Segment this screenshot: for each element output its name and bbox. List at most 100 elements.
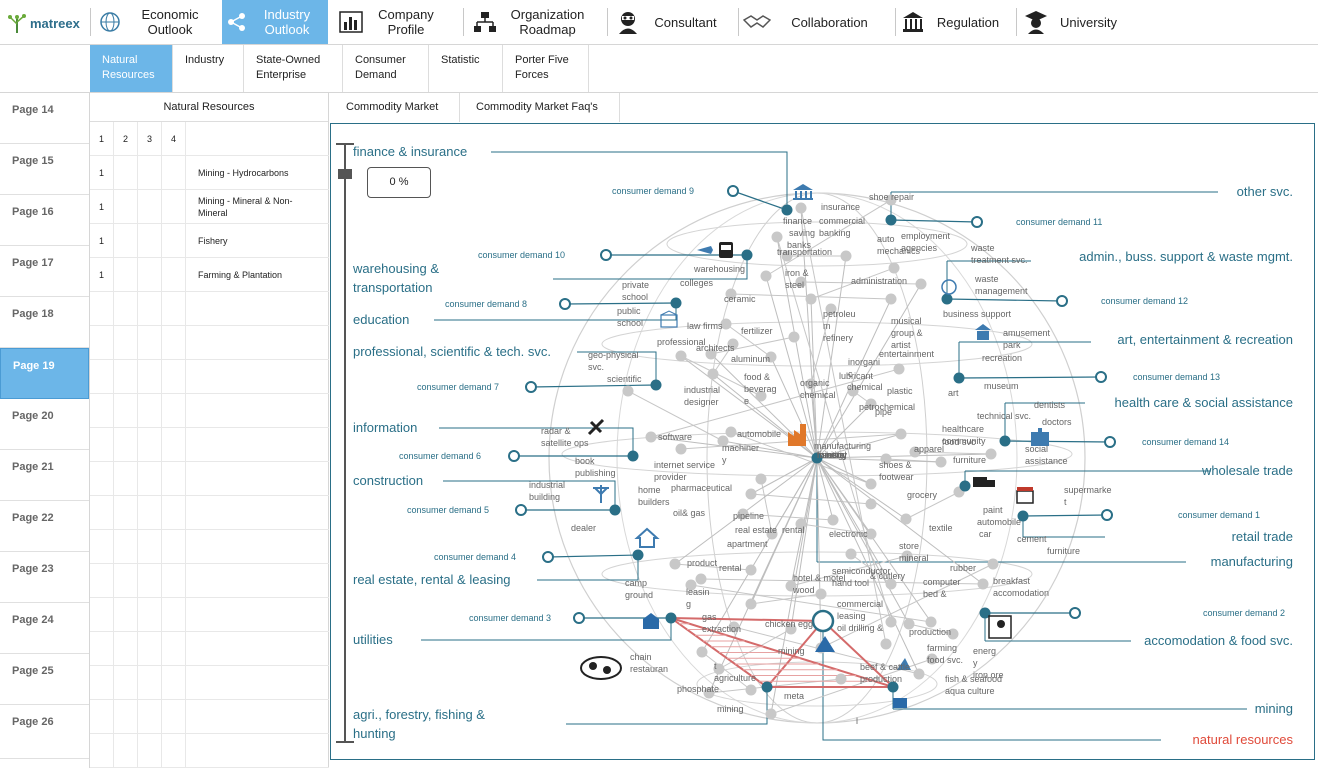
page-item[interactable]: Page 20 xyxy=(0,399,89,450)
network-node xyxy=(765,708,777,720)
node-label: & cutlery xyxy=(870,571,906,581)
node-label: electronic xyxy=(829,529,868,539)
node-label: chicken egg xyxy=(765,619,813,629)
table-row[interactable]: 1 Farming & Plantation xyxy=(90,258,329,292)
node-label: shoe repair xyxy=(869,192,914,202)
network-node xyxy=(985,448,997,460)
consumer-demand-label: consumer demand 13 xyxy=(1133,372,1220,382)
node-label: oil drilling & xyxy=(837,623,883,633)
subtab-industry[interactable]: Industry xyxy=(173,45,244,93)
mine-cart-icon xyxy=(893,698,907,708)
node-label: private xyxy=(622,280,649,290)
page-item[interactable]: Page 26 xyxy=(0,705,89,759)
table-row[interactable]: 1 Mining - Hydrocarbons xyxy=(90,156,329,190)
node-label: internet service xyxy=(654,460,715,470)
empty-row xyxy=(90,564,329,598)
node-label: chemical xyxy=(847,382,883,392)
tab-commodity-market-faqs[interactable]: Commodity Market Faq's xyxy=(460,93,620,122)
globe-parallel xyxy=(601,321,1033,367)
page-item[interactable]: Page 17 xyxy=(0,246,89,297)
node-label: architects xyxy=(696,343,735,353)
slider-handle[interactable] xyxy=(338,169,352,179)
node-label: finance xyxy=(783,216,812,226)
sub-tab-bar: Natural Resources Industry State-Owned E… xyxy=(90,45,589,93)
truck-icon-body xyxy=(973,477,987,487)
demand-endpoint xyxy=(525,381,537,393)
chef-icon xyxy=(988,615,1012,639)
subtab-porter-five-forces[interactable]: Porter Five Forces xyxy=(503,45,589,93)
node-label: t xyxy=(1064,497,1067,507)
sector-connector xyxy=(491,151,788,210)
network-node xyxy=(865,498,877,510)
nav-university[interactable]: University xyxy=(1021,0,1131,44)
table-row[interactable]: 1 Mining - Mineral & Non-Mineral xyxy=(90,190,329,224)
nav-collaboration[interactable]: Collaboration xyxy=(742,0,892,44)
demand-arrow xyxy=(946,298,1063,302)
sector-label-real-estate: real estate, rental & leasing xyxy=(353,572,511,587)
network-node xyxy=(880,453,892,465)
page-item[interactable]: Page 16 xyxy=(0,195,89,246)
empty-cell xyxy=(114,598,138,631)
page-item[interactable]: Page 18 xyxy=(0,297,89,348)
tab-commodity-market[interactable]: Commodity Market xyxy=(330,93,460,122)
nav-organization-roadmap[interactable]: Organization Roadmap xyxy=(470,0,600,44)
node-label: rental xyxy=(782,525,805,535)
network-edge xyxy=(708,457,818,694)
page-item[interactable]: Page 14 xyxy=(0,93,89,144)
empty-cell xyxy=(162,156,186,189)
empty-cell xyxy=(162,224,186,257)
sector-node xyxy=(887,681,899,693)
subtab-statistic[interactable]: Statistic xyxy=(429,45,503,93)
network-edge xyxy=(800,523,872,535)
empty-cell xyxy=(114,292,138,325)
network-node xyxy=(865,528,877,540)
network-node xyxy=(915,278,927,290)
subtab-state-owned-enterprise[interactable]: State-Owned Enterprise xyxy=(244,45,343,93)
sector-label-manufacturing: manufacturing xyxy=(1211,554,1293,569)
nav-consultant[interactable]: Consultant xyxy=(613,0,733,44)
nav-label: Industry Outlook xyxy=(263,7,311,37)
empty-row xyxy=(90,666,329,700)
node-label: food & xyxy=(744,372,770,382)
page-item[interactable]: Page 22 xyxy=(0,501,89,552)
network-node xyxy=(845,548,857,560)
sector-node xyxy=(761,681,773,693)
node-label: furniture xyxy=(953,455,986,465)
consumer-demand-label: consumer demand 3 xyxy=(469,613,551,623)
page-item[interactable]: Page 25 xyxy=(0,654,89,705)
table-row[interactable]: 1 Fishery xyxy=(90,224,329,258)
empty-cell xyxy=(90,326,114,359)
nav-regulation[interactable]: Regulation xyxy=(898,0,1011,44)
page-item[interactable]: Page 23 xyxy=(0,552,89,603)
page-item[interactable]: Page 15 xyxy=(0,144,89,195)
bank-icon-roof xyxy=(793,184,813,190)
nav-company-profile[interactable]: Company Profile xyxy=(336,0,451,44)
page-item-active[interactable]: Page 19 xyxy=(0,348,89,399)
nav-economic-outlook[interactable]: Economic Outlook xyxy=(95,0,220,44)
page-item[interactable]: Page 21 xyxy=(0,450,89,501)
network-edge xyxy=(680,355,762,397)
network-node xyxy=(737,508,749,520)
subtab-natural-resources[interactable]: Natural Resources xyxy=(90,45,173,93)
empty-cell xyxy=(138,428,162,461)
sector-label-admin-support: admin., buss. support & waste mgmt. xyxy=(1079,249,1293,264)
page-item[interactable]: Page 24 xyxy=(0,603,89,654)
empty-cell xyxy=(90,428,114,461)
matreex-logo[interactable]: matreex xyxy=(6,8,90,38)
node-label: iron & xyxy=(785,268,809,278)
network-node xyxy=(725,426,737,438)
recycle-icon xyxy=(941,279,957,295)
empty-cell xyxy=(138,360,162,393)
network-edge xyxy=(760,478,773,535)
demand-endpoint xyxy=(573,612,585,624)
network-node xyxy=(720,318,732,330)
empty-cell xyxy=(162,632,186,665)
sector-connector xyxy=(537,555,639,581)
bank-icon-pillar xyxy=(805,191,807,198)
node-label: store xyxy=(899,541,919,551)
subtab-consumer-demand[interactable]: Consumer Demand xyxy=(343,45,429,93)
nav-industry-outlook[interactable]: Industry Outlook xyxy=(222,0,328,44)
divider xyxy=(0,92,1318,93)
consumer-demand-label: consumer demand 10 xyxy=(478,250,565,260)
